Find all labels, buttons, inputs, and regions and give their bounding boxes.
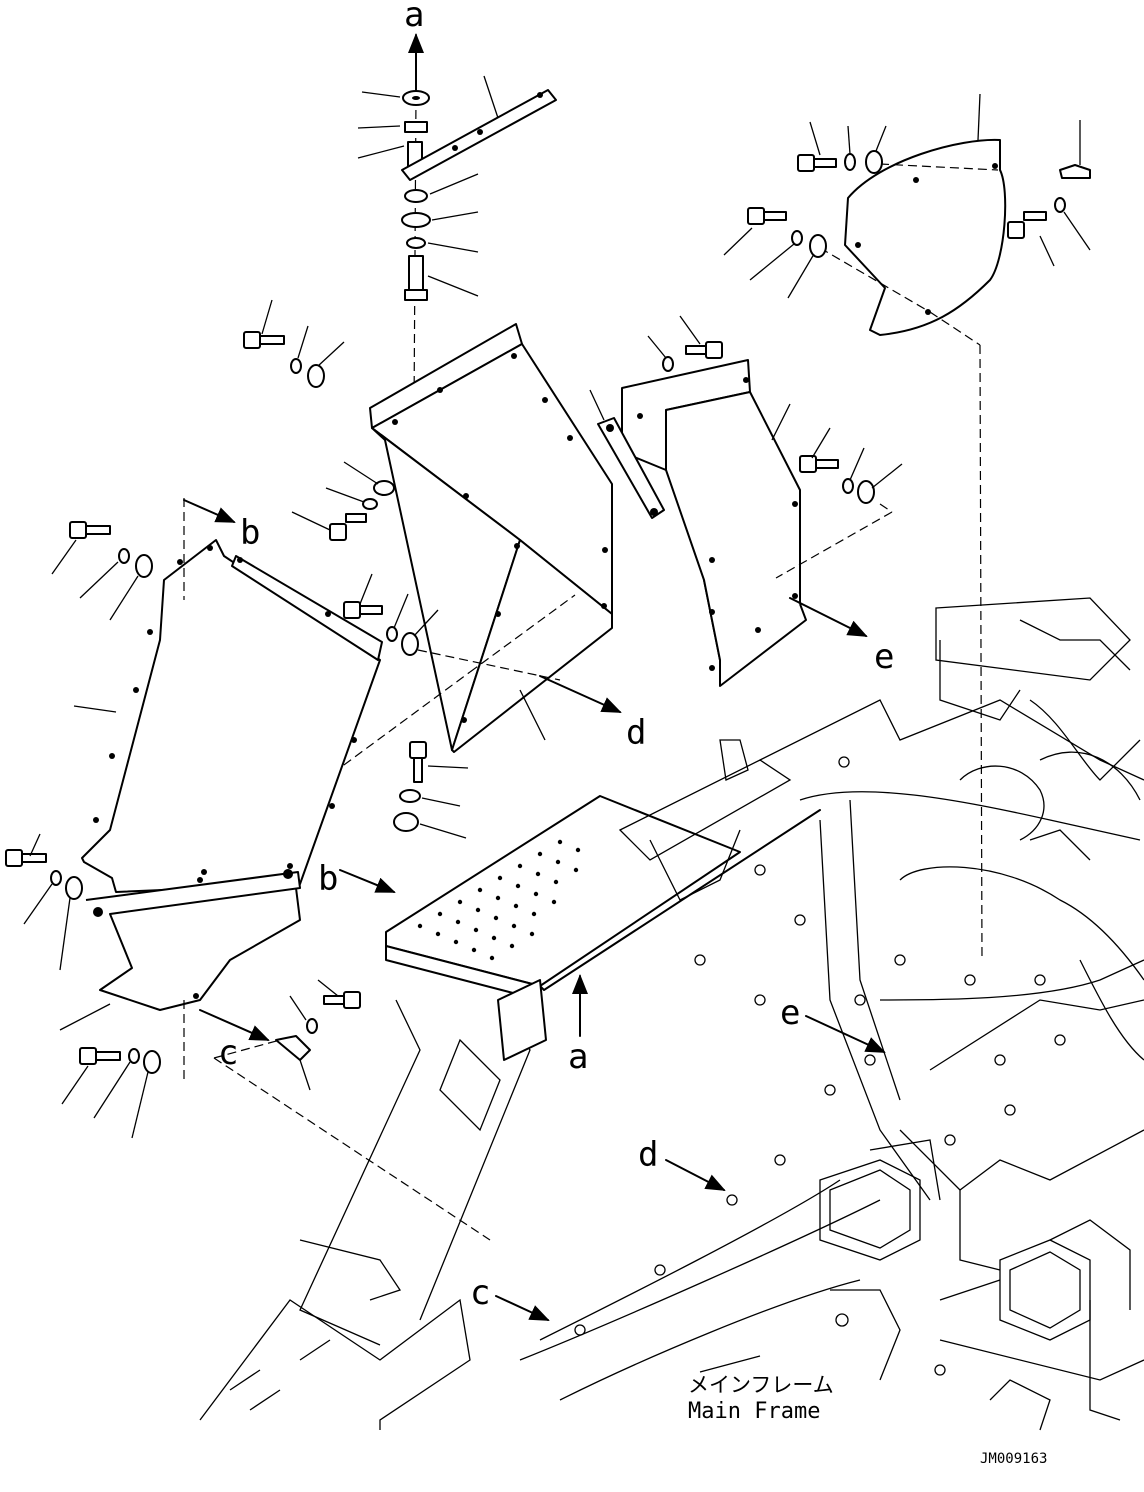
main-frame bbox=[199, 597, 1144, 1431]
top-fastener-stack bbox=[357, 33, 557, 411]
label-d-frame: d bbox=[638, 1135, 658, 1175]
label-a-frame: a bbox=[568, 1037, 588, 1077]
top-right-cover bbox=[723, 93, 1091, 961]
label-b-frame: b bbox=[318, 859, 338, 899]
label-c-frame: c bbox=[470, 1273, 490, 1313]
center-sloped-panel bbox=[243, 299, 622, 839]
main-frame-label-english: Main Frame bbox=[688, 1399, 820, 1424]
reference-labels: a a b b c c d d e e bbox=[218, 0, 894, 1313]
right-duct-panel bbox=[589, 315, 903, 687]
drawing-code: JM009163 bbox=[980, 1451, 1047, 1467]
perforated-plate bbox=[417, 839, 581, 961]
label-c-panel: c bbox=[218, 1033, 238, 1073]
label-b-panel: b bbox=[240, 513, 260, 553]
label-d-panel: d bbox=[626, 713, 646, 753]
label-e-frame: e bbox=[780, 993, 800, 1033]
left-panel bbox=[5, 498, 491, 1241]
main-frame-label-japanese: メインフレーム bbox=[688, 1373, 834, 1397]
label-a-top: a bbox=[404, 0, 424, 35]
label-e-duct: e bbox=[874, 637, 894, 677]
